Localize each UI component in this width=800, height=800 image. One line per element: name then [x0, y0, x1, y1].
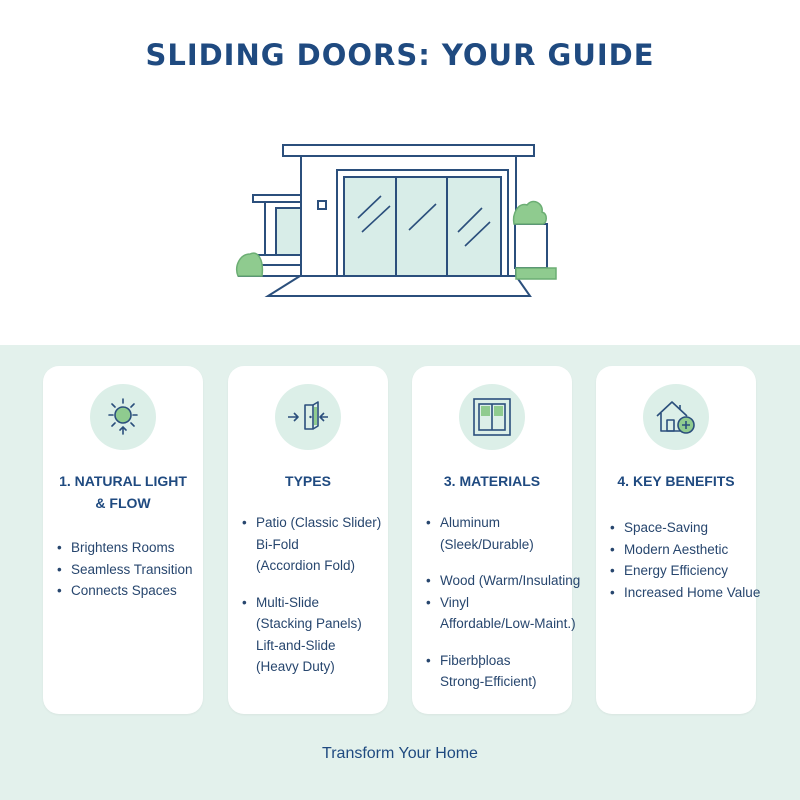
card-types: TYPES •Patio (Classic Slider) Bi-Fold (A…	[228, 366, 388, 714]
card-natural-light: 1. NATURAL LIGHT & FLOW •Brightens Rooms…	[43, 366, 203, 714]
list-item: (Heavy Duty)	[256, 659, 335, 674]
list-item: Affordable/Low-Maint.)	[440, 616, 576, 631]
card-key-benefits: 4. KEY BENEFITS •Space-Saving •Modern Ae…	[596, 366, 761, 714]
list-item: •Space-Saving	[610, 520, 709, 535]
list-item: •Seamless Transition	[57, 561, 193, 577]
card-list: •Aluminum (Sleek/Durable) •Wood (Warm/In…	[426, 512, 581, 693]
list-item: •Vinyl	[426, 594, 470, 610]
card-title: 1. NATURAL LIGHT & FLOW	[59, 473, 187, 511]
page-title: SLIDING DOORS: YOUR GUIDE	[145, 38, 655, 72]
card-list: •Brightens Rooms •Seamless Transition •C…	[57, 537, 199, 602]
list-item: •Modern Aesthetic	[610, 541, 729, 557]
list-item: (Accordion Fold)	[256, 558, 356, 573]
list-item: (Stacking Panels)	[256, 616, 362, 631]
sun-icon	[108, 398, 138, 435]
card-list: •Patio (Classic Slider) Bi-Fold (Accordi…	[242, 512, 384, 678]
list-item: •Wood (Warm/Insulating	[426, 573, 581, 588]
list-item: •Brightens Rooms	[57, 540, 175, 555]
card-materials: 3. MATERIALS •Aluminum (Sleek/Durable) •…	[412, 366, 581, 714]
card-title: TYPES	[285, 473, 331, 489]
list-item: •Connects Spaces	[57, 583, 177, 598]
list-item: Bi-Fold	[256, 536, 299, 552]
list-item: Strong-Efficient)	[440, 674, 537, 689]
card-list: •Space-Saving •Modern Aesthetic •Energy …	[610, 517, 761, 603]
list-item: (Sleek/Durable)	[440, 536, 534, 552]
door-icon	[288, 401, 328, 430]
list-item: Lift-and-Slide	[256, 637, 336, 653]
list-item: •Increased Home Value	[610, 584, 761, 600]
list-item: •Fiberbþloas	[426, 652, 511, 668]
card-title: 3. MATERIALS	[443, 473, 541, 489]
footer-tagline: Transform Your Home	[322, 745, 478, 762]
card-title: 4. KEY BENEFITS	[617, 473, 735, 489]
list-item: •Multi-Slide	[242, 594, 320, 610]
list-item: •Energy Efficiency	[610, 563, 729, 578]
house-illustration-icon	[236, 144, 557, 297]
house-plus-icon	[656, 401, 695, 434]
list-item: •Aluminum	[426, 515, 501, 530]
window-icon	[473, 398, 511, 436]
list-item: •Patio (Classic Slider)	[242, 515, 382, 530]
